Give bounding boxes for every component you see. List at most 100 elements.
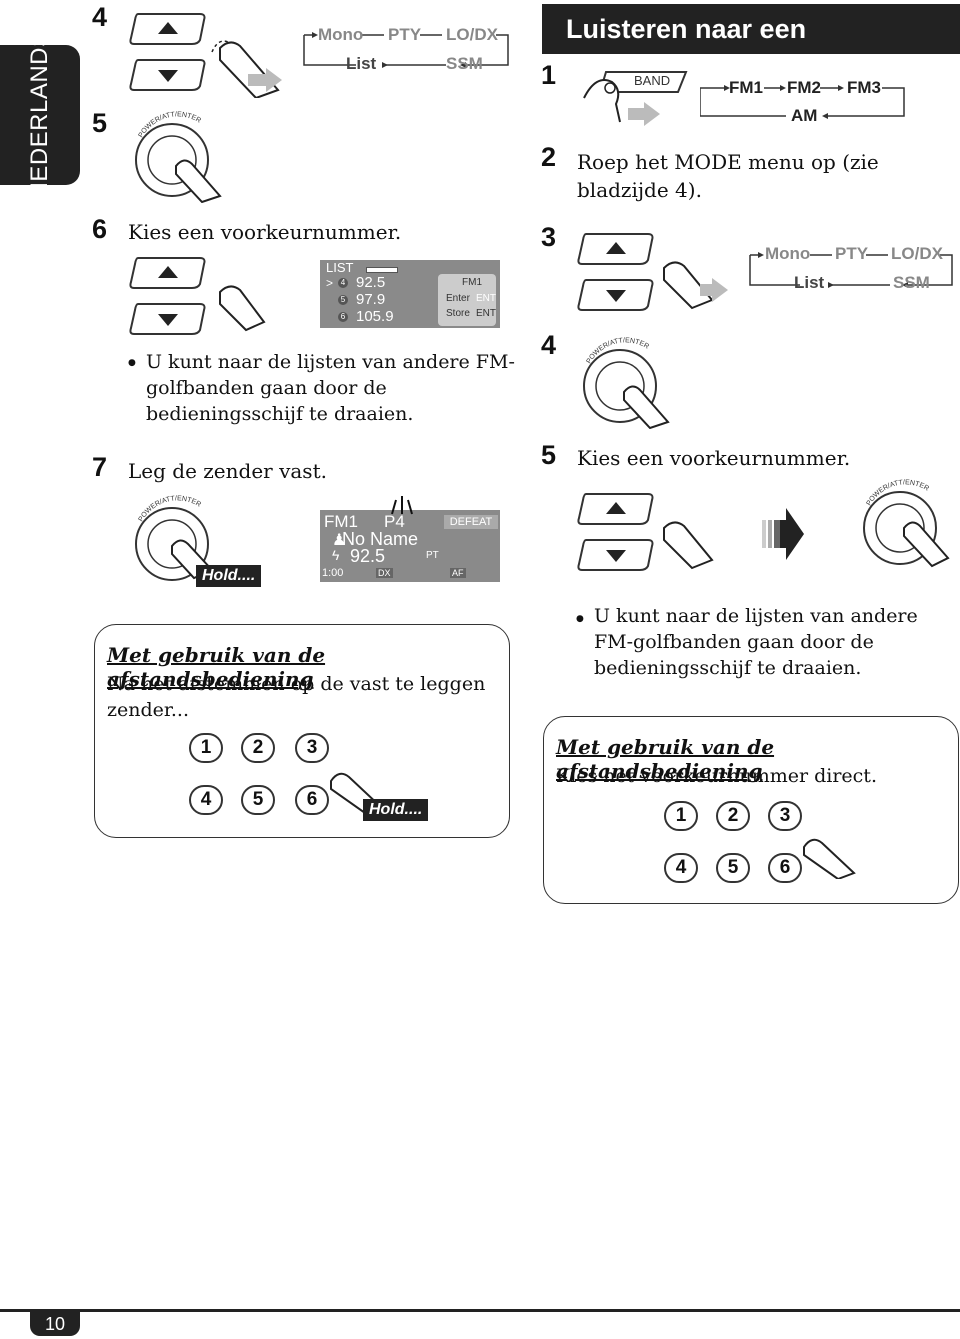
remote-key-6[interactable]: 6 — [768, 853, 802, 883]
control-knob-4[interactable]: POWER/ATT/ENTER — [852, 476, 960, 576]
remote-key-6[interactable]: 6 — [295, 785, 329, 815]
display-freq: 92.5 — [350, 546, 386, 566]
remote-key-1[interactable]: 1 — [189, 733, 223, 763]
left-bullet-text: U kunt naar de lijsten van andere FM-gol… — [146, 351, 515, 425]
mode-chain-diagram — [303, 32, 509, 68]
up-down-buttons-4 — [577, 493, 714, 571]
arrow-right-icon — [248, 68, 282, 92]
control-knob-3[interactable]: POWER/ATT/ENTER — [576, 334, 686, 429]
list-display: LIST > 4 92.5 5 97.9 6 105.9 FM1 Enter E… — [320, 260, 500, 328]
step-4-number-right: 4 — [541, 330, 557, 360]
remote-key-1[interactable]: 1 — [664, 801, 698, 831]
person-icon: ♟ — [332, 532, 347, 549]
step-6-number: 6 — [92, 214, 108, 244]
arrow-right-icon — [700, 278, 728, 302]
control-knob-2[interactable]: POWER/ATT/ENTER — [128, 492, 238, 587]
list-row-freq: 92.5 — [356, 274, 386, 291]
down-button[interactable] — [577, 539, 654, 571]
step-2-text: Roep het MODE menu op (zie bladzijde 4). — [577, 150, 879, 202]
remote-box-right: Met gebruik van de afstandsbediening Kie… — [543, 716, 959, 904]
up-button[interactable] — [577, 493, 654, 525]
finger-icon — [663, 261, 714, 310]
finger-icon — [583, 79, 621, 123]
step-6-text: Kies een voorkeurnummer. — [128, 220, 402, 244]
mode-list: List — [346, 54, 377, 73]
step-7-number: 7 — [92, 452, 108, 482]
display-dx: DX — [376, 568, 393, 578]
remote-key-3[interactable]: 3 — [295, 733, 329, 763]
list-title: LIST — [326, 260, 354, 275]
remote-key-3[interactable]: 3 — [768, 801, 802, 831]
control-knob[interactable]: POWER/ATT/ENTER — [128, 108, 238, 203]
finger-icon — [903, 521, 950, 568]
mode-chain-diagram-2 — [749, 252, 953, 288]
radio-display: FM1 P4 DEFEAT ♟ No Name ϟ 92.5 PT 1:00 D… — [320, 496, 500, 582]
step-5-text-right: Kies een voorkeurnummer. — [577, 446, 851, 470]
display-pt: PT — [426, 550, 439, 561]
remote-text: Na het afstemmen op de vast te leggen ze… — [107, 673, 486, 721]
list-cursor-icon: > — [326, 276, 334, 290]
remote-key-4[interactable]: 4 — [664, 853, 698, 883]
mode-ssm: SSM — [893, 273, 930, 292]
arrow-right-icon — [628, 102, 660, 126]
step-5-number-right: 5 — [541, 440, 557, 470]
step-5-number: 5 — [92, 108, 108, 138]
step-3-number: 3 — [541, 222, 557, 252]
list-ent: ENT — [476, 293, 496, 304]
remote-title: Met gebruik van de afstandsbediening — [107, 643, 326, 691]
up-down-buttons — [129, 13, 280, 98]
remote-key-4[interactable]: 4 — [189, 785, 223, 815]
flash-icon — [391, 496, 413, 515]
down-button[interactable] — [577, 279, 654, 311]
band-button-label[interactable]: BAND — [634, 73, 671, 88]
display-band: FM1 — [324, 512, 358, 531]
down-button[interactable] — [129, 303, 206, 335]
remote-key-5[interactable]: 5 — [241, 785, 275, 815]
band-button-illustration — [583, 71, 688, 126]
mode-lodx: LO/DX — [446, 25, 498, 44]
list-row-freq: 105.9 — [356, 308, 394, 325]
big-arrow-right-icon — [762, 508, 804, 560]
list-ent: ENT — [476, 308, 496, 319]
up-down-buttons-3 — [577, 233, 728, 311]
band-chain-diagram — [700, 85, 905, 119]
mode-pty: PTY — [388, 25, 422, 44]
band-am: AM — [791, 106, 818, 125]
display-time: 1:00 — [322, 567, 344, 579]
up-button[interactable] — [577, 233, 654, 265]
right-bullet-text: U kunt naar de lijsten van andere FM-gol… — [594, 605, 918, 679]
band-fm2: FM2 — [787, 78, 821, 97]
remote-title: Met gebruik van de afstandsbediening — [556, 735, 775, 783]
step-4-number: 4 — [92, 2, 108, 32]
up-button[interactable] — [129, 257, 206, 289]
down-button[interactable] — [129, 59, 206, 91]
mode-mono: Mono — [765, 244, 811, 263]
language-tab: NEDERLANDS — [0, 30, 80, 200]
finger-icon — [219, 285, 266, 332]
band-fm3: FM3 — [847, 78, 881, 97]
finger-icon — [803, 838, 856, 879]
mode-list: List — [794, 273, 825, 292]
list-row-freq: 97.9 — [356, 291, 386, 308]
list-row-num: 5 — [338, 295, 348, 305]
display-defeat: DEFEAT — [444, 515, 498, 529]
up-button[interactable] — [129, 13, 206, 45]
remote-key-5[interactable]: 5 — [716, 853, 750, 883]
list-store: Store — [446, 308, 470, 319]
remote-key-2[interactable]: 2 — [241, 733, 275, 763]
finger-icon — [175, 159, 222, 203]
display-name: No Name — [342, 529, 419, 549]
step-2-number: 2 — [541, 142, 557, 172]
remote-box-left: Met gebruik van de afstandsbediening Na … — [94, 624, 510, 838]
up-down-buttons-2 — [129, 257, 266, 335]
display-preset: P4 — [384, 512, 405, 531]
band-fm1: FM1 — [729, 78, 763, 97]
page-number: 10 — [30, 1312, 80, 1336]
list-bar — [366, 267, 398, 273]
list-row-num: 6 — [338, 312, 348, 322]
remote-text: Kies het voorkeurnummer direct. — [556, 765, 877, 787]
signal-icon: ϟ — [332, 547, 340, 563]
hold-label: Hold.... — [196, 565, 262, 587]
footer-rule — [0, 1309, 960, 1312]
remote-key-2[interactable]: 2 — [716, 801, 750, 831]
